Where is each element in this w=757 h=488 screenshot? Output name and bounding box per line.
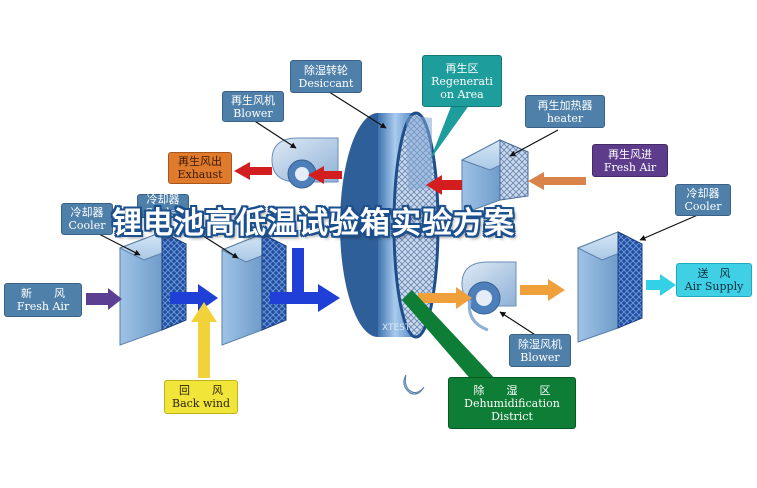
regen-fresh-air-label-cn: 再生风进 [608, 147, 652, 161]
cooler-right-label: 冷却器 Cooler [675, 184, 731, 216]
cooler-mid-label: 冷却器 Cooler [137, 193, 189, 219]
hot-air-arrow [426, 175, 462, 195]
dry-air-arrow [418, 279, 565, 309]
supply-air-label-cn: 送 风 [697, 267, 731, 280]
regen-heater-unit [460, 139, 530, 215]
desiccant-label-en: Desiccant [298, 76, 354, 90]
fresh-air-label-cn: 新 风 [21, 287, 65, 300]
regen-heater-label-en: heater [546, 111, 584, 125]
process-blower-label-cn: 除湿风机 [518, 337, 562, 351]
regen-blower-label-en: Blower [233, 106, 273, 120]
page-title: 锂电池高低温试验箱实验方案 [112, 206, 515, 241]
cooler-mid-label-cn: 冷却器 [146, 193, 180, 206]
fresh-air-label-en: Fresh Air [16, 300, 70, 313]
back-wind-label-cn: 回 风 [179, 384, 223, 397]
regen-blower [271, 137, 339, 189]
exhaust-arrow [234, 162, 342, 184]
dehumid-district-label-en2: District [491, 409, 533, 423]
dehumid-area-pointer [402, 290, 500, 390]
supply-air-label-en: Air Supply [684, 280, 744, 293]
mid-cooler-unit [220, 233, 288, 346]
regen-area-label-en2: on Area [440, 87, 484, 101]
regen-area-label-cn: 再生区 [445, 61, 479, 75]
exhaust-label-en: Exhaust [177, 168, 223, 181]
cooler-left-label-en: Cooler [68, 219, 106, 232]
wheel-watermark: XTEST [382, 323, 411, 333]
regen-area-pointer [430, 104, 470, 160]
supply-air-label: 送 风 Air Supply [676, 263, 752, 297]
process-blower-label-en: Blower [520, 350, 560, 364]
fresh-air-label: 新 风 Fresh Air [4, 283, 82, 317]
regen-fresh-air-label: 再生风进 Fresh Air [592, 144, 668, 177]
process-air-arrow-2 [270, 248, 340, 312]
cooler-right-label-en: Cooler [684, 200, 722, 213]
regen-blower-label-cn: 再生风机 [231, 93, 275, 107]
regen-blower-label: 再生风机 Blower [222, 91, 284, 122]
desiccant-label-cn: 除湿转轮 [304, 63, 348, 77]
left-cooler-unit [118, 231, 188, 346]
fresh-air-arrow [86, 288, 122, 310]
exhaust-label-cn: 再生风出 [178, 155, 222, 168]
dehumid-district-label: 除 湿 区 Dehumidification District [448, 377, 576, 429]
desiccant-wheel: XTEST [340, 111, 440, 395]
process-blower [461, 261, 517, 332]
desiccant-label: 除湿转轮 Desiccant [290, 60, 362, 93]
dehumid-district-label-en1: Dehumidification [464, 396, 560, 410]
cooler-mid-label-en: Cooler [144, 206, 182, 219]
back-wind-label-en: Back wind [171, 397, 231, 410]
cooler-left-label: 冷却器 Cooler [61, 203, 113, 235]
process-blower-label: 除湿风机 Blower [509, 334, 571, 367]
right-cooler-unit [576, 231, 644, 343]
regen-fresh-air-label-en: Fresh Air [603, 160, 657, 174]
back-wind-arrow [191, 302, 217, 378]
leader-lines [94, 89, 701, 339]
supply-air-arrow [646, 274, 676, 296]
cooler-left-label-cn: 冷却器 [70, 206, 104, 219]
regen-heater-label: 再生加热器 heater [525, 95, 605, 128]
back-wind-label: 回 风 Back wind [164, 380, 238, 414]
dehumid-district-label-cn: 除 湿 区 [473, 383, 551, 397]
regen-fresh-arrow [528, 172, 586, 190]
regen-area-label-en1: Regenerati [431, 74, 493, 88]
cooler-right-label-cn: 冷却器 [686, 187, 720, 200]
regen-area-label: 再生区 Regenerati on Area [422, 55, 502, 107]
exhaust-label: 再生风出 Exhaust [168, 152, 232, 184]
regen-heater-label-cn: 再生加热器 [537, 98, 593, 112]
